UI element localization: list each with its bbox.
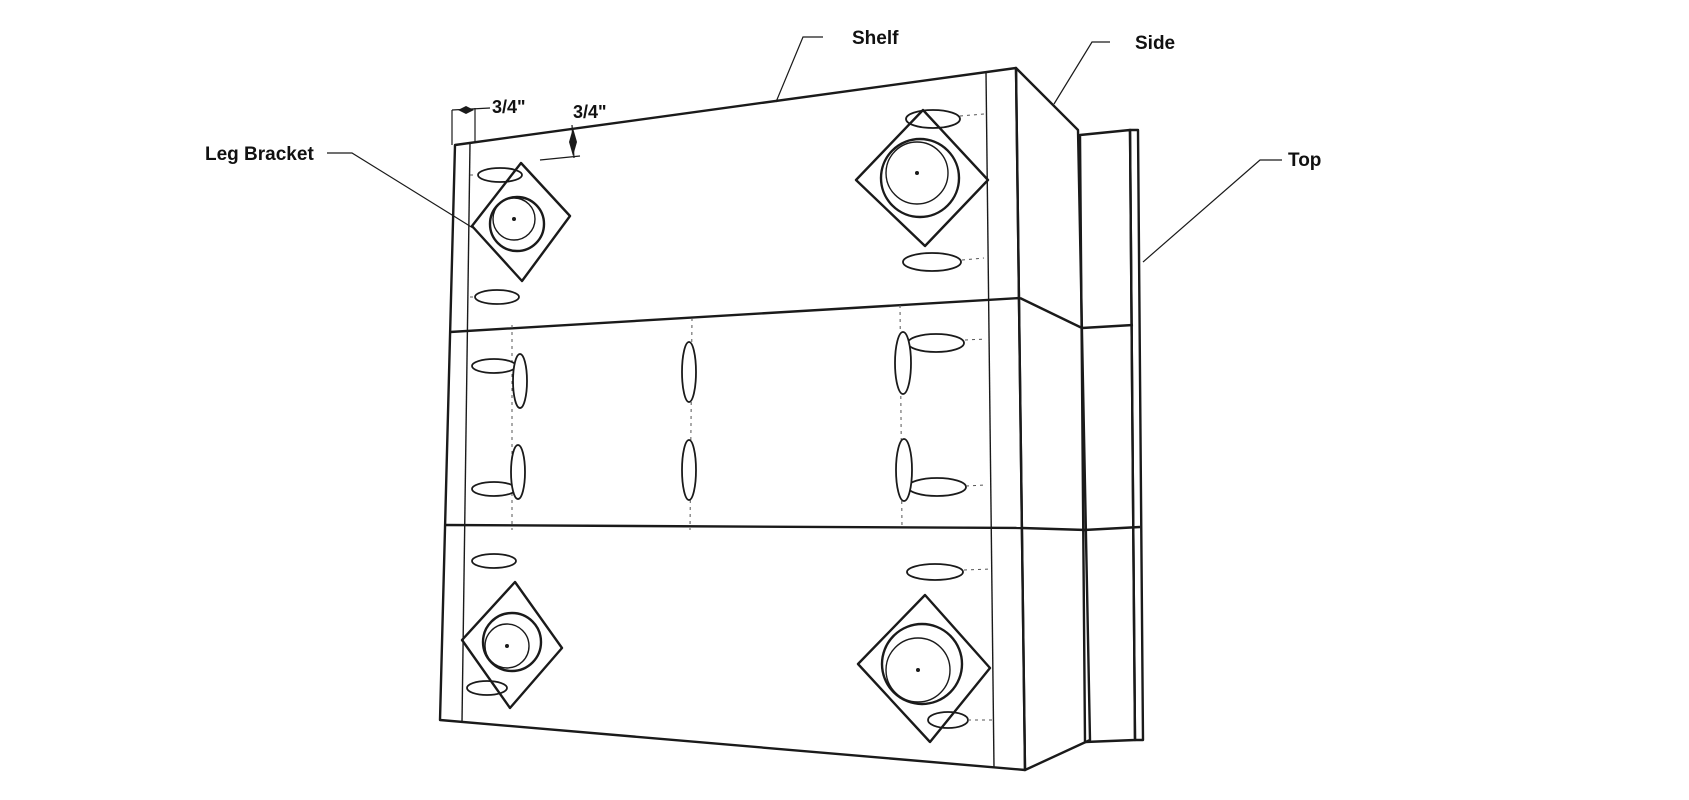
leg-bracket-leader — [327, 152, 474, 229]
leg-bracket-top-left — [470, 161, 572, 283]
dimension-label-vertical: 3/4" — [573, 102, 607, 122]
pocket-holes — [466, 109, 992, 729]
pocket-hole — [681, 341, 697, 403]
dimension-label-horizontal: 3/4" — [492, 97, 526, 117]
side-leader — [1053, 41, 1110, 105]
pocket-hole — [477, 167, 523, 183]
pocket-hole — [907, 477, 967, 497]
shelf-leader — [775, 36, 823, 103]
pocket-hole — [907, 333, 965, 353]
front-face — [438, 66, 1027, 772]
label-shelf: Shelf — [852, 28, 899, 49]
label-leg-bracket: Leg Bracket — [205, 144, 314, 165]
leg-bracket-bottom-right — [856, 593, 992, 744]
pocket-hole — [902, 252, 962, 272]
pocket-hole — [471, 481, 517, 497]
pocket-hole — [474, 289, 520, 305]
pocket-hole — [895, 438, 913, 502]
pocket-hole — [512, 353, 528, 409]
pocket-hole — [471, 553, 517, 569]
pocket-hole — [681, 439, 697, 501]
top-board — [1078, 128, 1145, 744]
dimension-vertical — [539, 124, 581, 161]
label-side: Side — [1135, 33, 1175, 54]
leg-bracket-top-right — [854, 108, 990, 248]
pocket-hole — [466, 680, 508, 696]
pocket-hole — [906, 563, 964, 581]
pocket-hole — [471, 358, 517, 374]
side-panel — [1014, 66, 1092, 772]
leader-lines — [327, 36, 1282, 263]
pocket-hole — [510, 444, 526, 500]
top-leader — [1142, 159, 1282, 263]
dimension-horizontal — [451, 106, 491, 145]
pocket-hole — [894, 331, 912, 395]
label-top: Top — [1288, 150, 1321, 171]
leg-bracket-bottom-left — [460, 580, 564, 710]
